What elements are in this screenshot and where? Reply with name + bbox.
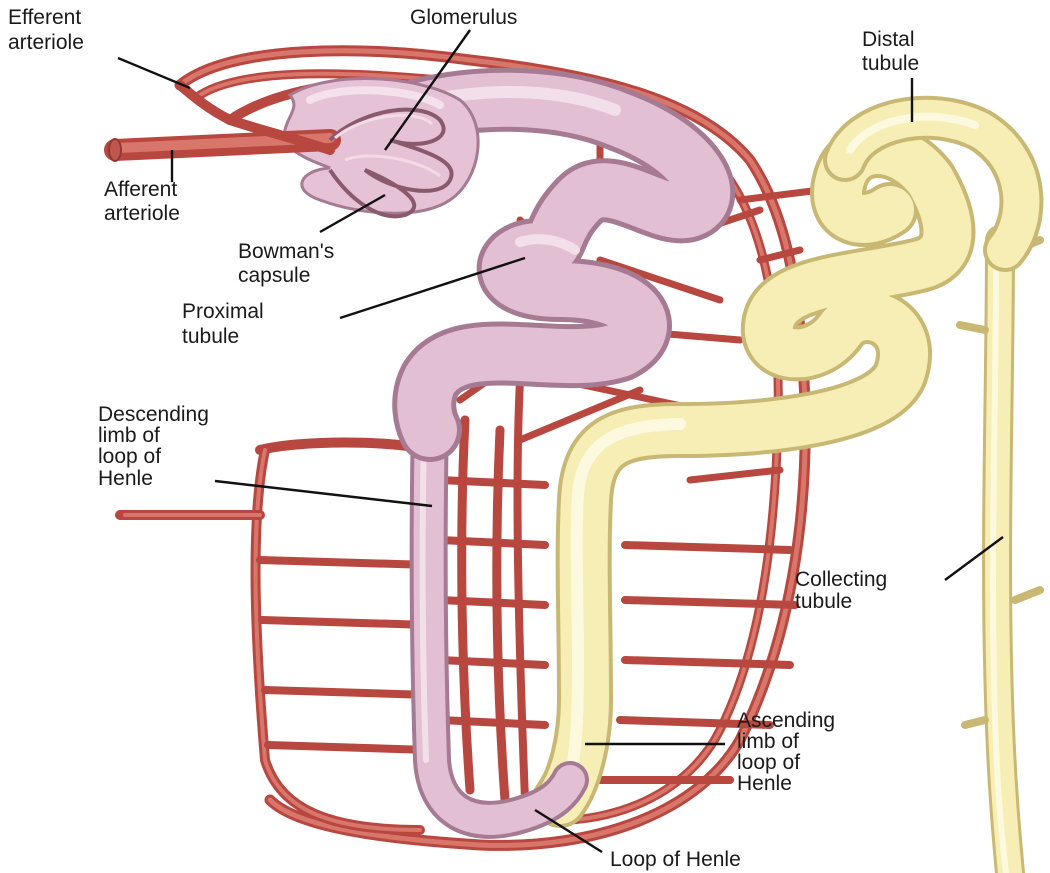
collecting-tubule-shape	[960, 240, 1040, 873]
label-efferent-arteriole: Efferent arteriole	[8, 6, 87, 54]
label-loop-of-henle: Loop of Henle	[610, 848, 741, 871]
label-collecting-tubule: Collecting tubule	[795, 568, 893, 613]
label-afferent-arteriole: Afferent arteriole	[104, 178, 183, 225]
label-ascending-limb: Ascending limb of loop of Henle	[737, 709, 841, 795]
label-distal-tubule: Distal tubule	[862, 28, 920, 75]
leader-descending	[215, 481, 432, 506]
label-bowmans-capsule: Bowman's capsule	[238, 240, 340, 287]
leader-efferent	[118, 58, 190, 88]
label-glomerulus: Glomerulus	[410, 6, 517, 29]
label-descending-limb: Descending limb of loop of Henle	[98, 403, 215, 490]
label-proximal-tubule: Proximal tubule	[182, 300, 270, 348]
